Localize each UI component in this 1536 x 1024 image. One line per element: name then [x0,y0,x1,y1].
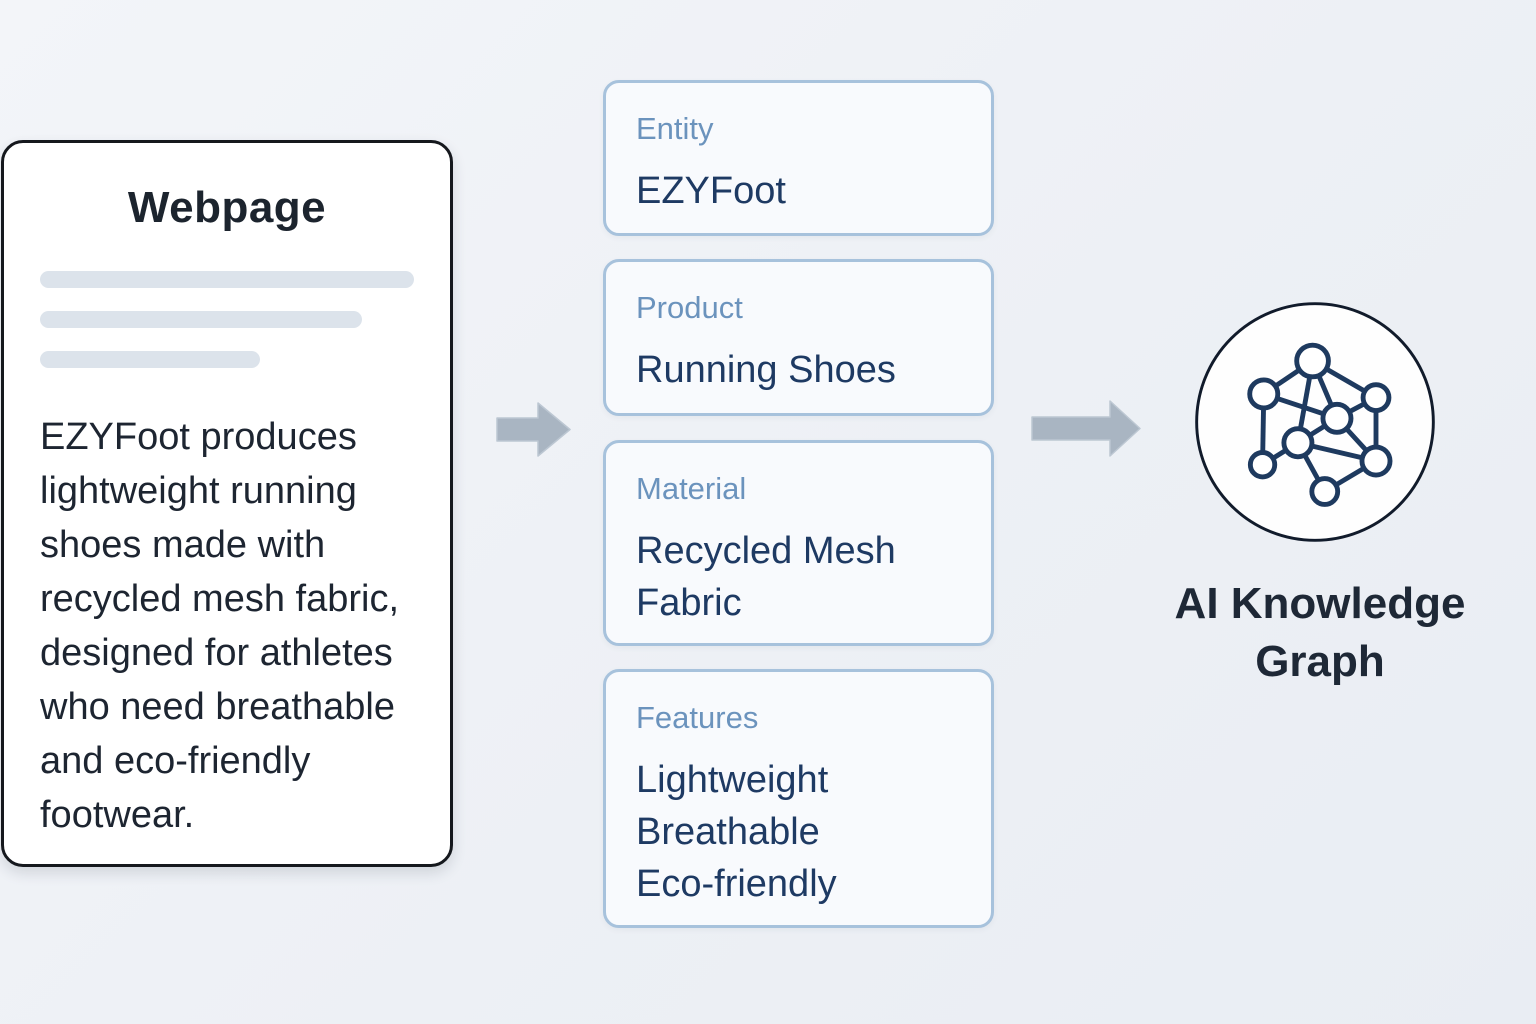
card-features-label: Features [636,700,759,735]
webpage-card-title: Webpage [127,183,327,232]
text-placeholder-bar [40,271,414,288]
card-entity-label: Entity [636,111,714,146]
flow-arrow-icon [496,402,571,457]
card-features: Features Lightweight Breathable Eco-frie… [603,669,994,928]
card-features-value: Lightweight Breathable Eco-friendly [636,759,837,905]
knowledge-graph-label: AI Knowledge Graph [1174,579,1466,686]
card-product-value: Running Shoes [636,349,896,391]
card-entity-value: EZYFoot [636,170,786,212]
card-material-value: Recycled Mesh Fabric [636,530,896,624]
text-placeholder-bar [40,351,260,368]
card-material-label: Material [636,471,747,506]
text-placeholder-bars [40,271,450,368]
webpage-card-body: EZYFoot produces lightweight running sho… [40,416,400,836]
knowledge-graph-icon [1195,302,1435,542]
webpage-card: Webpage EZYFoot produces lightweight run… [1,140,453,867]
card-product-label: Product [636,290,743,325]
card-product: Product Running Shoes [603,259,994,416]
text-placeholder-bar [40,311,362,328]
card-material: Material Recycled Mesh Fabric [603,440,994,646]
flow-arrow-icon [1031,400,1141,457]
card-entity: Entity EZYFoot [603,80,994,236]
